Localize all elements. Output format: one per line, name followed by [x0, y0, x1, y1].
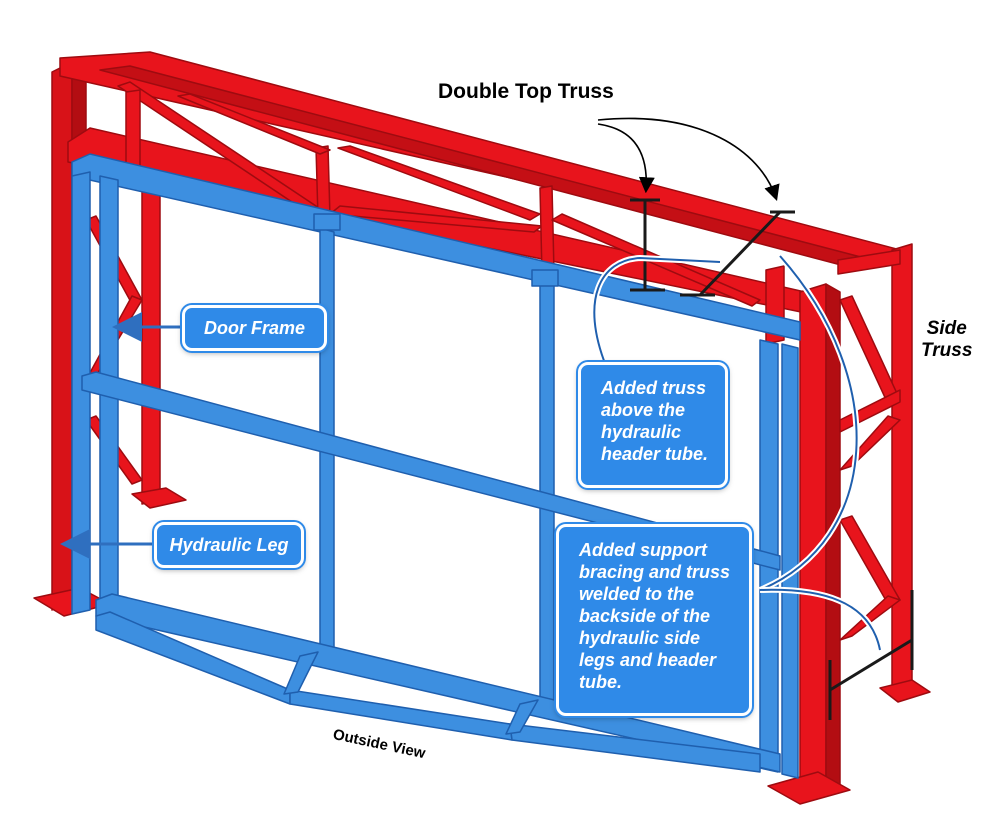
left-inner-post — [141, 185, 161, 505]
right-door-frame-leg — [781, 343, 799, 779]
bottom-truss-3 — [509, 723, 761, 773]
side-truss-web — [837, 249, 901, 641]
i-beam-symbol — [630, 198, 795, 297]
double-top-truss-label: Double Top Truss — [438, 80, 614, 103]
header-bracket-2 — [531, 269, 559, 287]
top-truss-arrow-2 — [597, 117, 780, 202]
door-frame-callout: Door Frame — [182, 305, 327, 351]
blue-door-frame — [71, 153, 801, 779]
header-tube — [71, 153, 801, 341]
bottom-truss-strut-1 — [283, 651, 319, 695]
right-foot-plate-2 — [879, 679, 931, 703]
mid-rail — [81, 371, 781, 571]
left-foot-plate-2 — [131, 487, 187, 509]
top-truss-arrow-1 — [597, 123, 655, 194]
side-truss-label: Side Truss — [921, 318, 973, 361]
added-truss-callout: Added truss above the hydraulic header t… — [578, 362, 728, 488]
header-bracket-1 — [313, 213, 341, 231]
bottom-rail — [95, 593, 781, 773]
hydraulic-leg-callout: Hydraulic Leg — [154, 522, 304, 568]
side-bracket — [828, 590, 914, 720]
bottom-truss-strut-2 — [505, 699, 539, 735]
right-back-post — [891, 243, 913, 697]
callout-lines — [60, 117, 914, 720]
added-support-callout: Added support bracing and truss welded t… — [556, 524, 752, 716]
left-hydraulic-leg — [71, 171, 91, 615]
right-foot-plate — [767, 771, 851, 805]
